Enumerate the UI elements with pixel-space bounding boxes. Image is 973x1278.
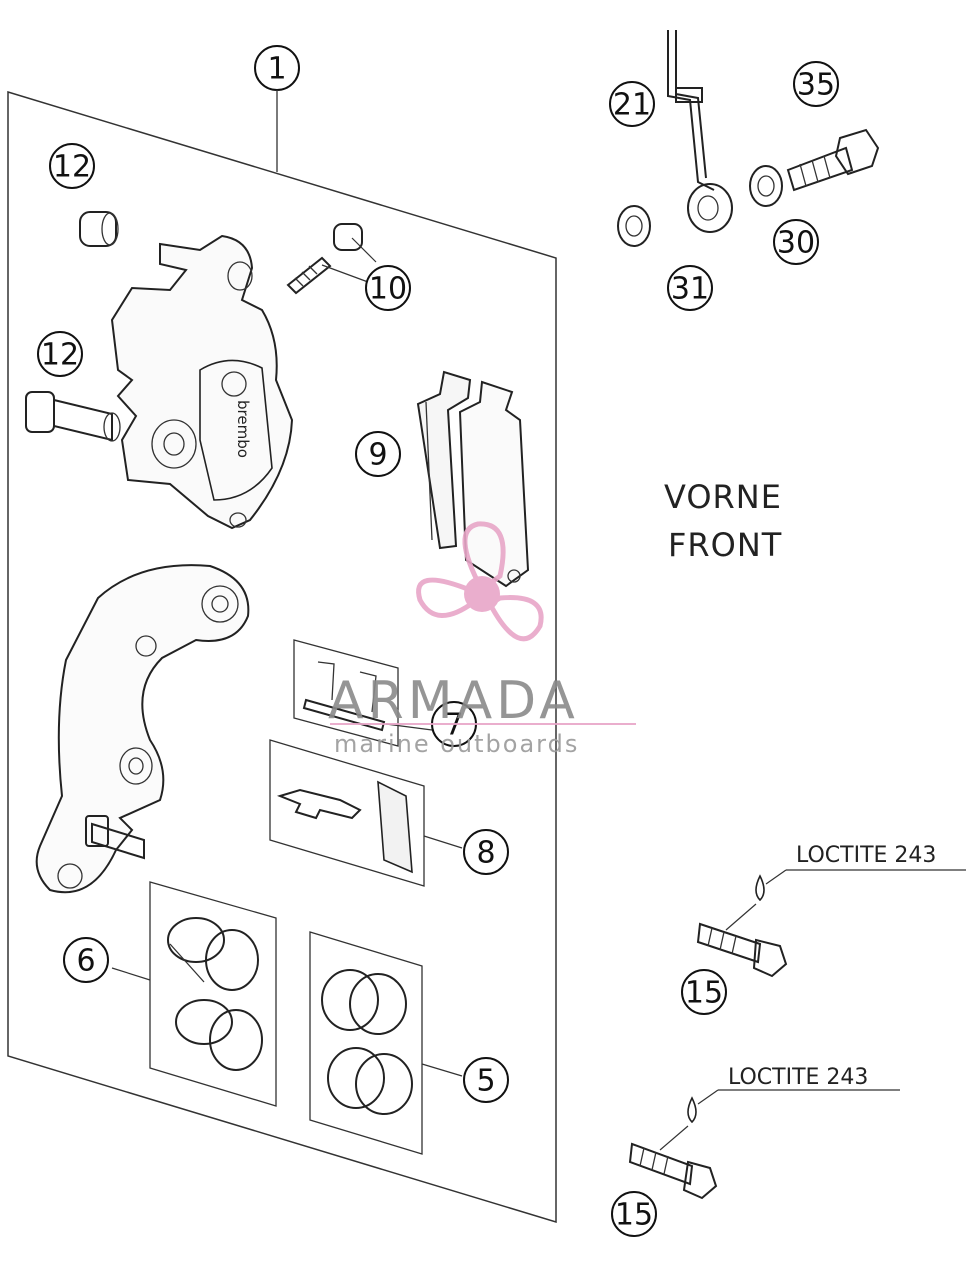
svg-text:9: 9 bbox=[368, 438, 387, 473]
svg-text:31: 31 bbox=[671, 272, 709, 307]
svg-text:1: 1 bbox=[267, 52, 286, 87]
callout-31: 31 bbox=[667, 265, 713, 311]
svg-text:12: 12 bbox=[53, 150, 91, 185]
svg-text:ARMADA: ARMADA bbox=[328, 671, 579, 731]
callout-1: 1 bbox=[254, 45, 300, 172]
svg-text:12: 12 bbox=[41, 338, 79, 373]
callout-9: 9 bbox=[355, 431, 401, 477]
callout-8: 8 bbox=[463, 829, 509, 875]
banjo-bolt-part bbox=[786, 128, 880, 192]
vorne-label: VORNE bbox=[664, 478, 782, 516]
callout-10: 10 bbox=[365, 265, 411, 311]
watermark-logo: ARMADA marine outboards bbox=[328, 521, 636, 758]
svg-text:15: 15 bbox=[685, 976, 723, 1011]
callout-15-bottom: 15 bbox=[611, 1191, 657, 1237]
assembly-panel bbox=[7, 90, 557, 1224]
brake-pads-part bbox=[416, 370, 530, 588]
callout-21: 21 bbox=[609, 81, 655, 127]
svg-text:LOCTITE 243: LOCTITE 243 bbox=[796, 843, 936, 868]
callout-12-top: 12 bbox=[49, 143, 95, 189]
svg-text:marine outboards: marine outboards bbox=[334, 730, 579, 758]
pin-kit-part bbox=[293, 639, 433, 747]
svg-text:8: 8 bbox=[476, 836, 495, 871]
screw-15-bottom-part bbox=[628, 1142, 718, 1200]
front-label: FRONT bbox=[668, 526, 782, 564]
callout-6: 6 bbox=[63, 937, 109, 983]
callout-30: 30 bbox=[773, 219, 819, 265]
callout-12-middle: 12 bbox=[37, 331, 83, 377]
svg-text:30: 30 bbox=[777, 226, 815, 261]
brake-caliper-part: brembo bbox=[110, 234, 294, 530]
caliper-bracket-part bbox=[35, 564, 250, 894]
bleeder-valve-part bbox=[286, 223, 377, 295]
brake-line-part bbox=[667, 30, 733, 233]
svg-text:LOCTITE 243: LOCTITE 243 bbox=[728, 1065, 868, 1090]
piston-seals-part bbox=[309, 931, 463, 1155]
loctite-top-annotation: LOCTITE 243 bbox=[725, 843, 966, 931]
spring-kit-part bbox=[269, 739, 463, 887]
loctite-bottom-annotation: LOCTITE 243 bbox=[659, 1065, 900, 1151]
svg-text:brembo: brembo bbox=[234, 400, 252, 458]
washer-30-part bbox=[749, 165, 783, 207]
svg-text:35: 35 bbox=[797, 68, 835, 103]
bleed-cap-part bbox=[79, 211, 119, 247]
svg-text:6: 6 bbox=[76, 944, 95, 979]
svg-text:5: 5 bbox=[476, 1064, 495, 1099]
pistons-part bbox=[111, 881, 277, 1107]
svg-text:15: 15 bbox=[615, 1198, 653, 1233]
callout-5: 5 bbox=[463, 1057, 509, 1103]
svg-text:21: 21 bbox=[613, 88, 651, 123]
caliper-bolt-part bbox=[25, 391, 121, 442]
svg-text:10: 10 bbox=[369, 272, 407, 307]
washer-31-part bbox=[617, 205, 651, 247]
callout-35: 35 bbox=[793, 61, 839, 107]
screw-15-top-part bbox=[696, 922, 788, 978]
callout-15-top: 15 bbox=[681, 969, 727, 1015]
